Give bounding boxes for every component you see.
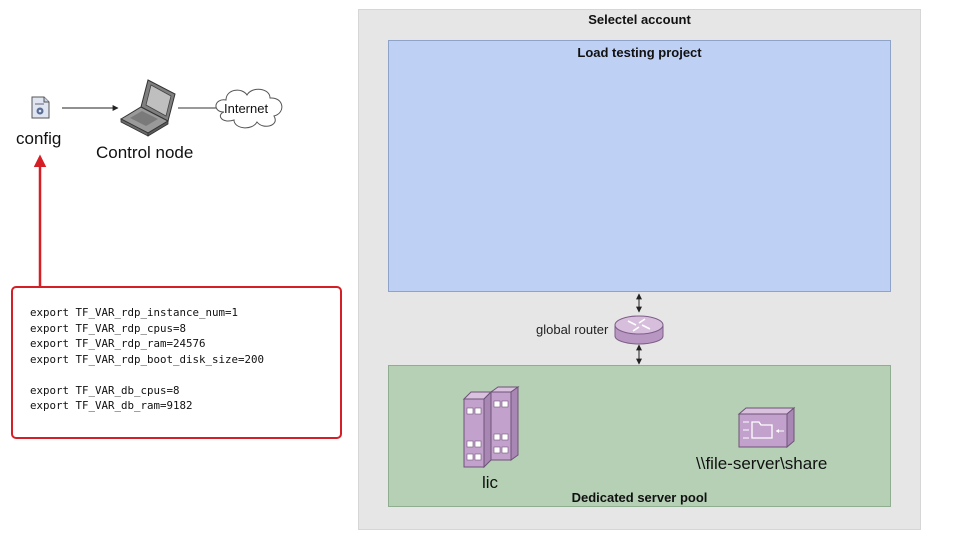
load-testing-project-container xyxy=(388,40,891,292)
file-share-icon xyxy=(737,406,796,449)
project-title: Load testing project xyxy=(577,45,702,60)
code-line-blank xyxy=(30,367,264,383)
cloud-icon xyxy=(215,88,283,129)
config-file-icon xyxy=(31,96,50,119)
code-line: export TF_VAR_rdp_cpus=8 xyxy=(30,321,187,335)
global-router-label: global router xyxy=(536,322,609,337)
control-node-label: Control node xyxy=(96,143,194,162)
server-icon xyxy=(462,386,520,469)
code-line: export TF_VAR_db_ram=9182 xyxy=(30,399,193,412)
account-title: Selectel account xyxy=(588,12,691,27)
code-line: export TF_VAR_rdp_boot_disk_size=200 xyxy=(30,352,265,366)
code-line: export TF_VAR_db_cpus=8 xyxy=(30,383,180,397)
terraform-vars-code: export TF_VAR_rdp_instance_num=1 export … xyxy=(30,305,264,414)
pool-title: Dedicated server pool xyxy=(571,490,708,505)
config-label: config xyxy=(16,129,62,148)
file-share-label: \\file-server\share xyxy=(696,454,828,473)
lic-server-label: lic xyxy=(482,473,499,492)
laptop-icon xyxy=(119,79,176,137)
code-line: export TF_VAR_rdp_instance_num=1 xyxy=(30,306,239,319)
terraform-vars-box xyxy=(11,286,342,439)
code-line: export TF_VAR_rdp_ram=24576 xyxy=(30,337,206,350)
router-icon xyxy=(614,315,664,345)
internet-label: Internet xyxy=(224,101,269,116)
